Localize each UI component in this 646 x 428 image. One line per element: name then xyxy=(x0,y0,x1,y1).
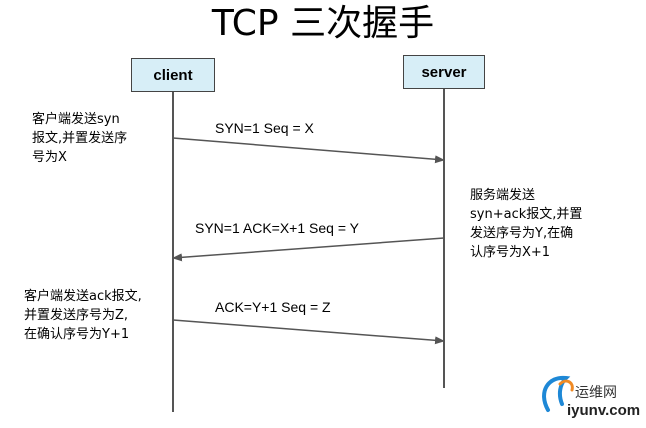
logo-icon xyxy=(542,375,574,412)
message-label-syn-ack: SYN=1 ACK=X+1 Seq = Y xyxy=(195,220,359,236)
note-line: 服务端发送 xyxy=(470,188,536,203)
note-client-syn: 客户端发送syn 报文,并置发送序 号为X xyxy=(32,110,127,167)
watermark-url: iyunv.com xyxy=(567,402,641,419)
arrow-syn xyxy=(172,137,445,164)
note-line: 在确认序号为Y+1 xyxy=(24,327,130,342)
page-title: TCP 三次握手 xyxy=(211,3,435,44)
note-line: 认序号为X+1 xyxy=(470,245,551,260)
note-server-syn-ack: 服务端发送 syn+ack报文,并置 发送序号为Y,在确 认序号为X+1 xyxy=(470,186,582,262)
note-line: 并置发送序号为Z, xyxy=(24,308,129,323)
message-label-ack: ACK=Y+1 Seq = Z xyxy=(215,299,331,315)
arrow-syn-ack xyxy=(172,237,445,262)
message-label-syn: SYN=1 Seq = X xyxy=(215,120,314,136)
watermark-site-name: 运维网 xyxy=(575,385,617,401)
arrow-ack xyxy=(172,319,445,345)
note-line: 客户端发送ack报文, xyxy=(24,289,142,304)
server-box: server xyxy=(403,55,485,89)
client-box: client xyxy=(131,58,215,92)
note-line: 发送序号为Y,在确 xyxy=(470,226,574,241)
note-line: syn+ack报文,并置 xyxy=(470,207,583,222)
client-label: client xyxy=(153,66,193,84)
note-line: 报文,并置发送序 xyxy=(32,131,128,146)
note-line: 号为X xyxy=(32,150,67,165)
server-label: server xyxy=(421,63,467,81)
note-client-ack: 客户端发送ack报文, 并置发送序号为Z, 在确认序号为Y+1 xyxy=(24,287,142,344)
note-line: 客户端发送syn xyxy=(32,112,120,127)
